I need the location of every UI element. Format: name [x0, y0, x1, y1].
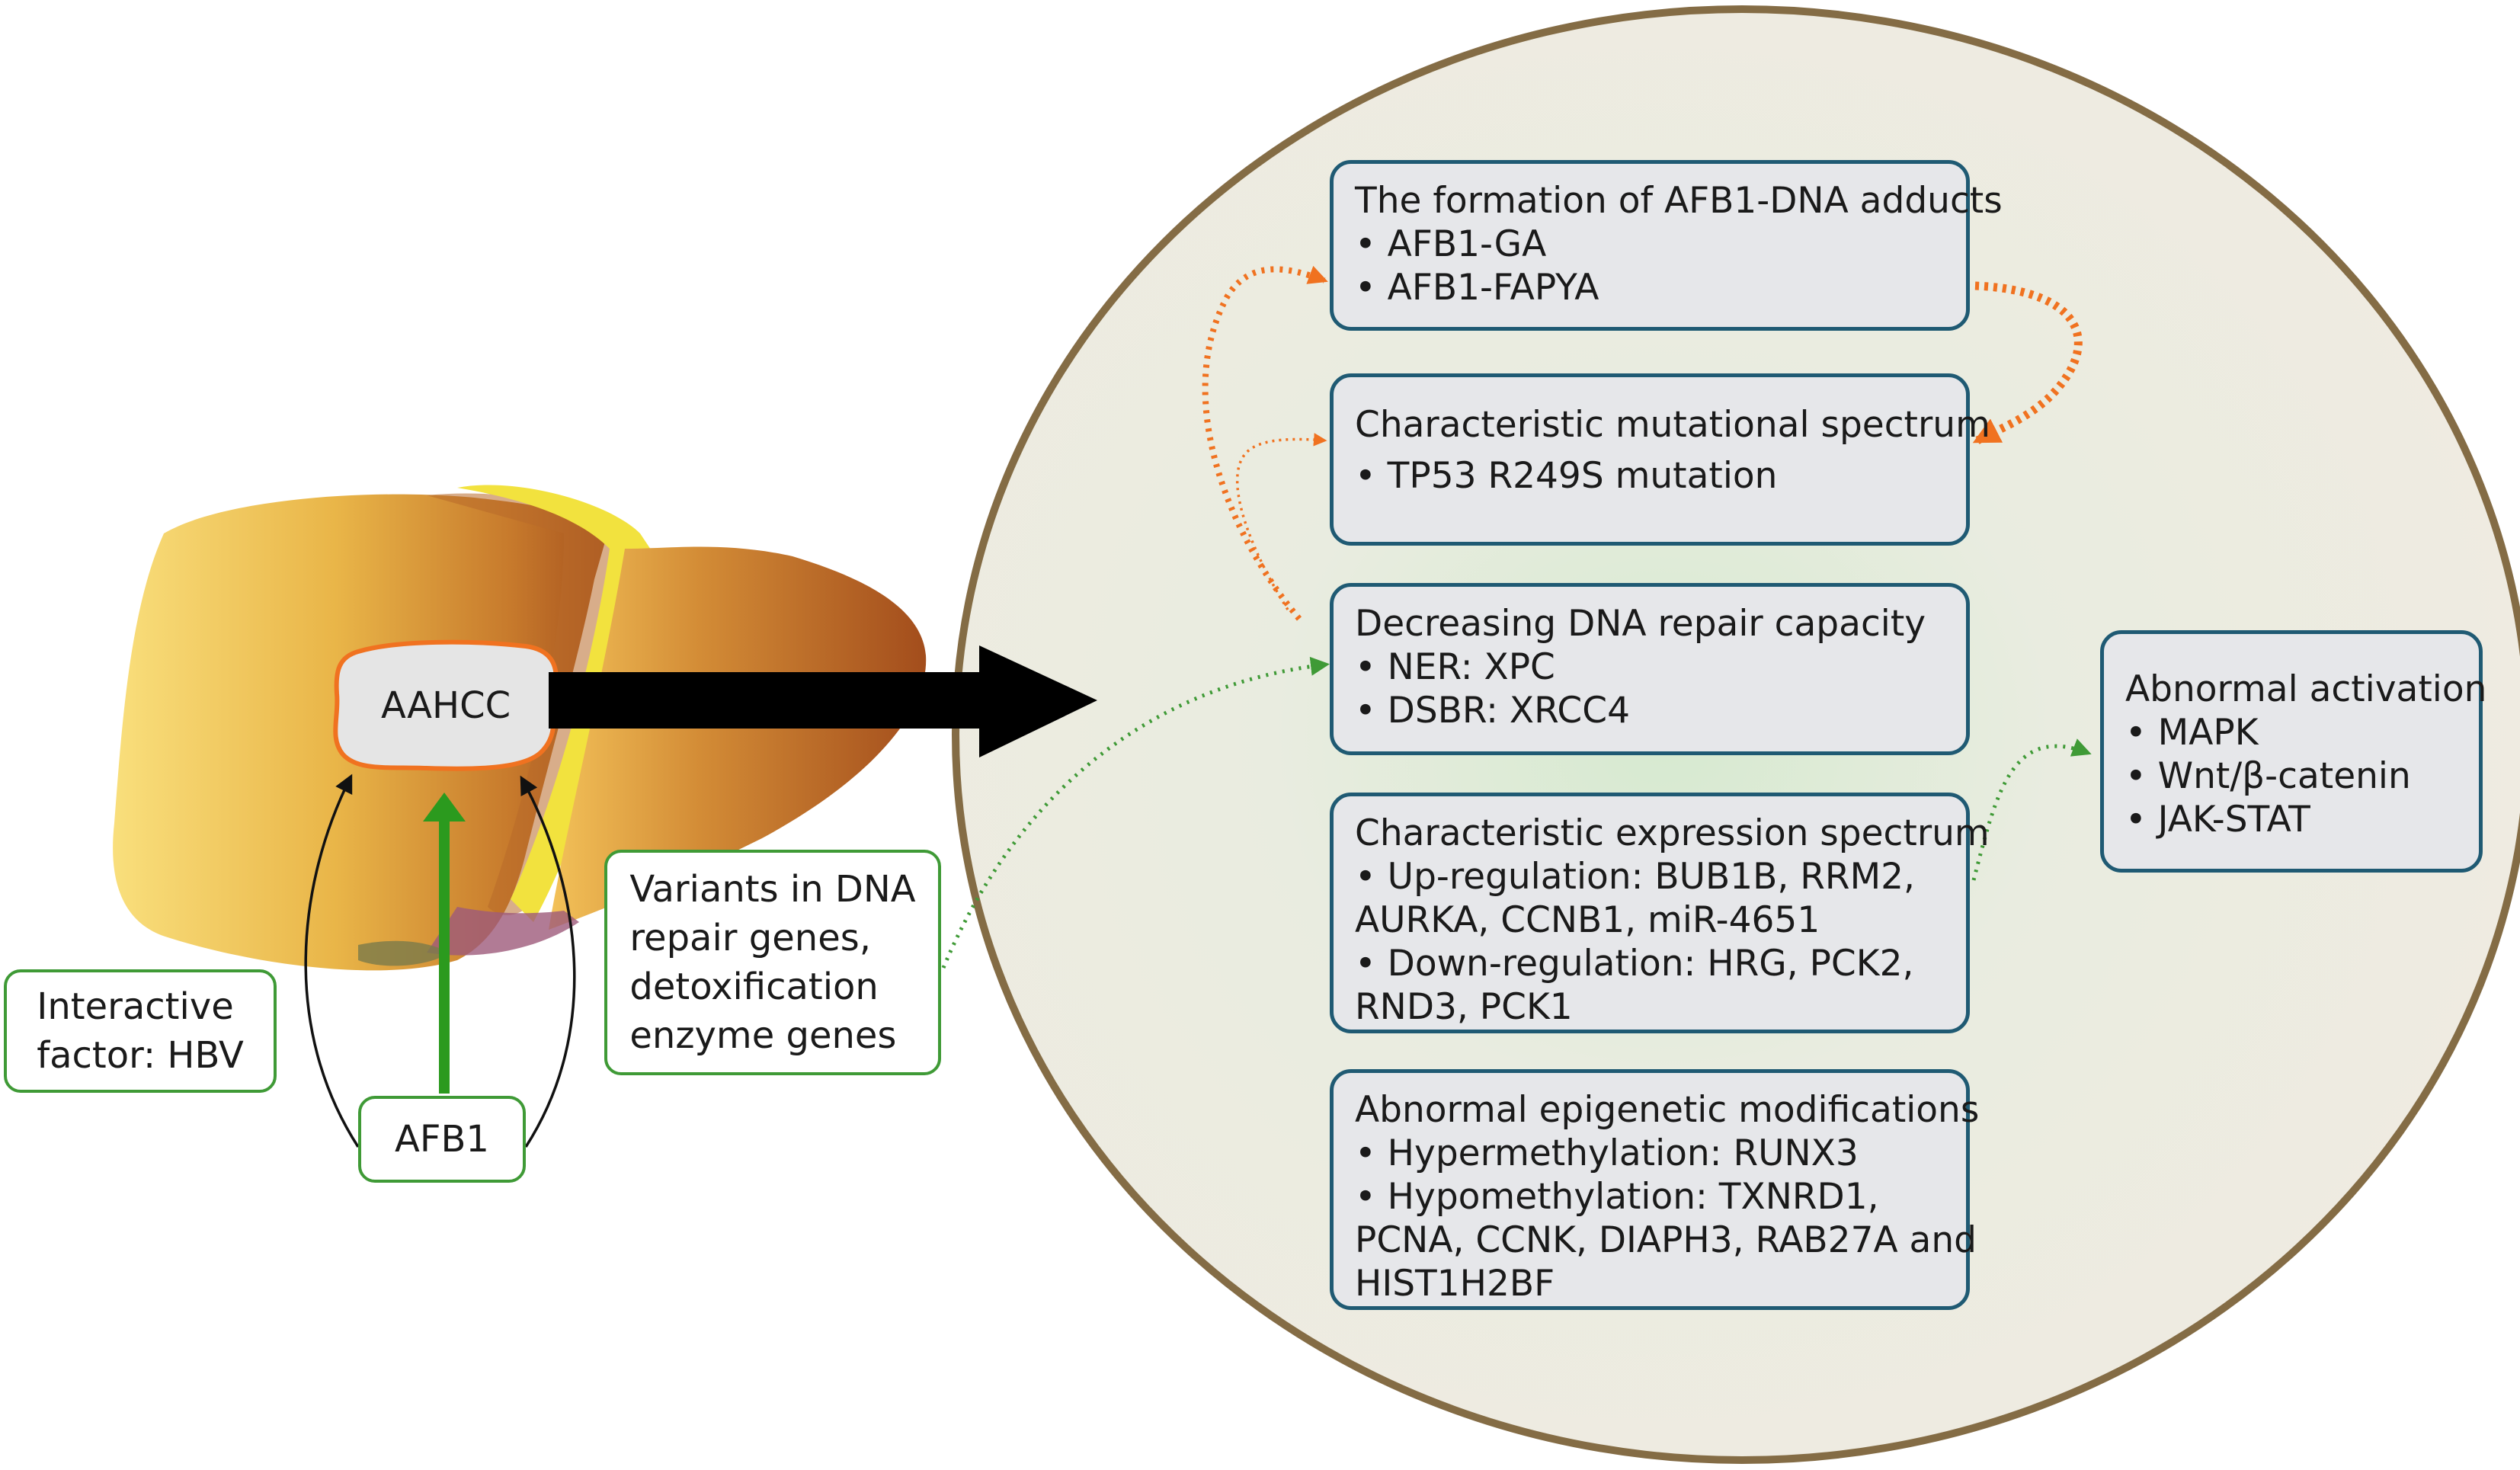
expression-item: • Up-regulation: BUB1B, RRM2, — [1355, 856, 1915, 898]
expression-item: AURKA, CCNB1, miR-4651 — [1355, 899, 1820, 941]
variants-line-4: enzyme genes — [629, 1014, 897, 1057]
activation-item: • Wnt/β-catenin — [2125, 755, 2411, 797]
variants-line-2: repair genes, — [629, 917, 872, 959]
epigenetic-item: HIST1H2BF — [1355, 1263, 1555, 1305]
activation-title: Abnormal activation — [2125, 668, 2487, 710]
variants-to-repair-arrow — [941, 656, 1330, 969]
adducts-title: The formation of AFB1-DNA adducts — [1355, 180, 2003, 222]
variants-box: Variants in DNA repair genes, detoxifica… — [604, 850, 941, 1075]
liver-illustration — [113, 485, 927, 971]
interactive-factor-box: Interactive factor: HBV — [4, 969, 277, 1093]
expression-box: Characteristic expression spectrum • Up-… — [1330, 793, 1990, 1033]
mutational-title: Characteristic mutational spectrum — [1355, 404, 1990, 446]
expression-title: Characteristic expression spectrum — [1355, 812, 1990, 854]
adducts-item: • AFB1-GA — [1355, 223, 1547, 265]
main-arrow — [549, 645, 1097, 757]
expression-item: RND3, PCK1 — [1355, 986, 1573, 1028]
variants-line-3: detoxification — [629, 966, 879, 1008]
interactive-factor-line-1: Interactive — [37, 985, 234, 1028]
repair-to-mutation-arrow — [1236, 433, 1327, 610]
activation-item: • JAK-STAT — [2125, 799, 2310, 841]
adducts-to-mutation-arrow — [1972, 281, 2083, 444]
epigenetic-item: • Hypermethylation: RUNX3 — [1355, 1132, 1859, 1174]
repair-item: • DSBR: XRCC4 — [1355, 690, 1630, 732]
repair-box: Decreasing DNA repair capacity • NER: XP… — [1330, 583, 1970, 755]
expression-item: • Down-regulation: HRG, PCK2, — [1355, 943, 1914, 985]
epigenetic-title: Abnormal epigenetic modifications — [1355, 1089, 1980, 1131]
variants-line-1: Variants in DNA — [629, 868, 916, 911]
repair-title: Decreasing DNA repair capacity — [1355, 603, 1926, 645]
repair-item: • NER: XPC — [1355, 646, 1555, 688]
aahcc-lesion — [333, 639, 559, 771]
epigenetic-item: PCNA, CCNK, DIAPH3, RAB27A and — [1355, 1219, 1977, 1261]
variants-arrow — [520, 775, 576, 1148]
aahcc-label: AAHCC — [381, 684, 511, 727]
adducts-item: • AFB1-FAPYA — [1355, 267, 1599, 309]
activation-box: Abnormal activation • MAPK • Wnt/β-caten… — [2100, 630, 2487, 873]
epigenetic-item: • Hypomethylation: TXNRD1, — [1355, 1176, 1879, 1218]
afb1-box: AFB1 — [358, 1096, 526, 1183]
mutational-item: • TP53 R249S mutation — [1355, 455, 1778, 497]
mutational-box: Characteristic mutational spectrum • TP5… — [1330, 373, 1990, 546]
interactive-factor-line-2: factor: HBV — [37, 1034, 244, 1077]
adducts-box: The formation of AFB1-DNA adducts • AFB1… — [1330, 160, 2003, 331]
expression-to-activation-arrow — [1971, 738, 2092, 881]
epigenetic-box: Abnormal epigenetic modifications • Hype… — [1330, 1069, 1980, 1310]
hbv-arrow — [304, 773, 360, 1148]
afb1-label: AFB1 — [395, 1118, 489, 1161]
activation-item: • MAPK — [2125, 712, 2259, 754]
